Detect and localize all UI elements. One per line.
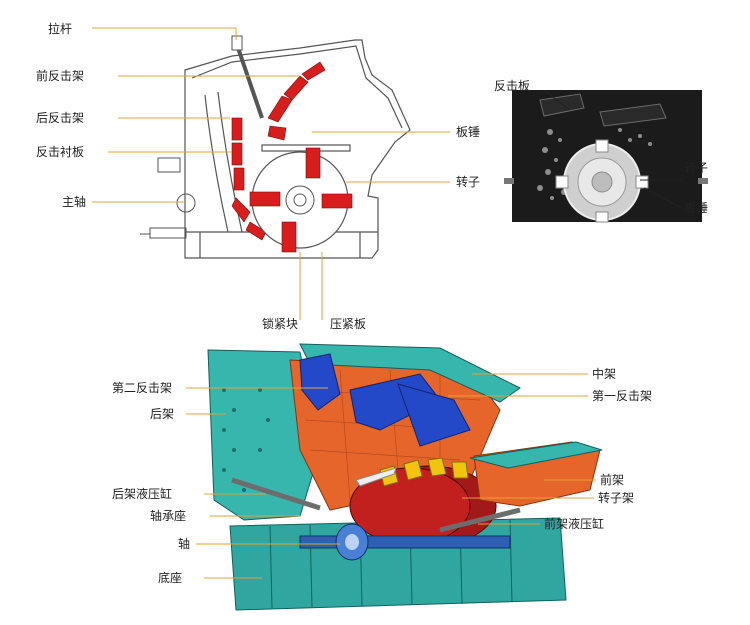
impact-frames-blue [299, 353, 471, 447]
label-rear-frame-cylinder: 后架液压缸 [112, 486, 172, 501]
rear-hydraulic-cylinder [231, 477, 321, 511]
rotor-assembly [249, 147, 353, 253]
3d-cutaway-illustration: 第二反击架 后架 后架液压缸 轴承座 轴 底座 中架 第一反击架 前架 转子架 … [0, 330, 750, 621]
label-rotor-frame-3d: 转子架 [598, 490, 634, 505]
schematic-cross-section: 拉杆 前反击架 后反击架 反击衬板 主轴 板锤 转子架 锁紧块 压紧板 [0, 0, 492, 340]
label-first-impact-frame: 第一反击架 [592, 389, 652, 403]
label-bearing-seat: 轴承座 [150, 508, 186, 523]
label-blow-bar: 板锤 [456, 124, 480, 139]
front-impact-liners [267, 61, 326, 141]
label-base: 底座 [158, 570, 182, 585]
label-tie-rod: 拉杆 [48, 21, 72, 36]
rear-impact-liners [231, 117, 267, 241]
label-main-shaft: 主轴 [62, 194, 86, 209]
label-photo-blow-bar: 板锤 [684, 200, 708, 215]
label-front-frame: 前架 [600, 472, 624, 487]
label-front-frame-cylinder: 前架液压缸 [544, 516, 604, 531]
schematic-leader-lines [92, 27, 450, 320]
label-impact-liner: 反击衬板 [36, 145, 84, 159]
label-rotor-frame: 转子架 [456, 174, 480, 189]
label-middle-frame: 中架 [592, 366, 616, 381]
label-shaft: 轴 [178, 536, 190, 551]
front-hydraulic-cylinder [439, 507, 521, 533]
label-impact-plate: 反击板 [494, 79, 530, 93]
label-press-plate: 压紧板 [330, 317, 366, 331]
photo-rotor [555, 139, 649, 223]
main-shaft-3d [299, 523, 511, 561]
front-frame-body [469, 441, 603, 507]
label-second-impact-frame: 第二反击架 [112, 381, 172, 395]
label-rear-frame: 后架 [150, 407, 174, 421]
label-lock-block: 锁紧块 [262, 316, 298, 331]
photo-inset-cross-section: 反击板 转子 板锤 [490, 60, 750, 240]
bolt-right [698, 178, 708, 184]
main-shaft-fitting [140, 157, 196, 239]
tie-rod [231, 35, 264, 119]
label-rear-impact-frame: 后反击架 [36, 111, 84, 125]
label-rotor: 转子 [684, 160, 708, 175]
impact-plates [539, 93, 667, 127]
bolt-left [504, 178, 514, 184]
label-front-impact-frame: 前反击架 [36, 68, 84, 83]
cutaway-leader-lines [186, 373, 596, 579]
